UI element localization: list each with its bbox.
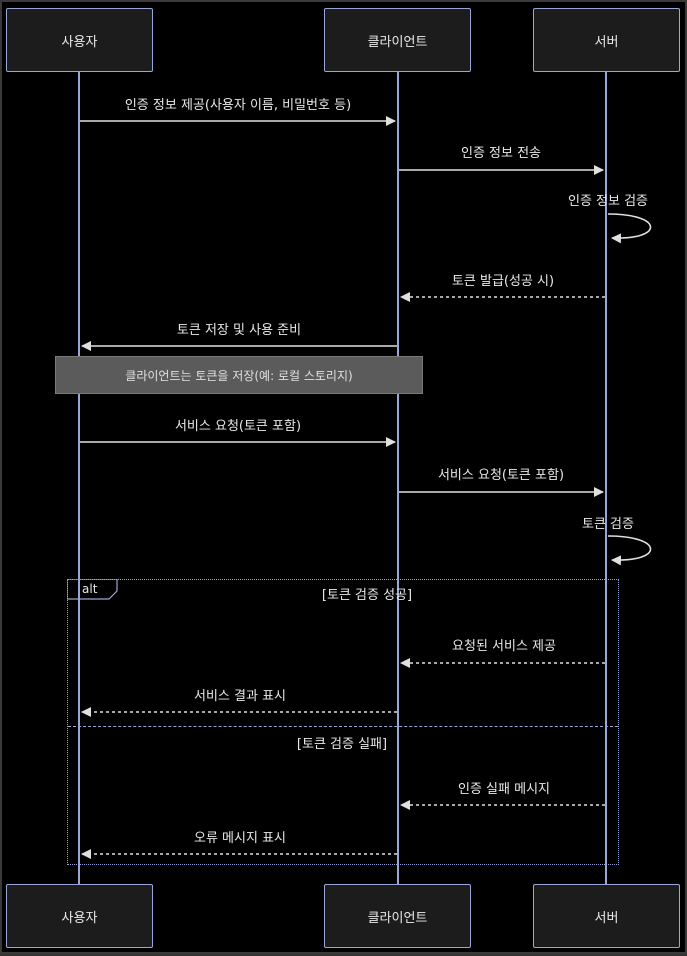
participant-client-bottom: 클라이언트 — [324, 884, 471, 948]
self-message-arrow-3 — [607, 213, 652, 244]
lifeline-client — [397, 72, 399, 884]
alt-frame: alt — [67, 579, 619, 865]
message-label-1: 인증 정보 제공(사용자 이름, 비밀번호 등) — [124, 98, 352, 113]
message-label-12: 오류 메시지 표시 — [194, 831, 286, 846]
participant-user-label-bottom: 사용자 — [61, 910, 98, 926]
participant-server-label-bottom: 서버 — [594, 910, 619, 926]
message-label-5: 토큰 저장 및 사용 준비 — [176, 323, 302, 338]
participant-client-label: 클라이언트 — [367, 34, 428, 50]
participant-server-label: 서버 — [594, 34, 619, 50]
message-label-10: 서비스 결과 표시 — [194, 689, 286, 704]
participant-client-top: 클라이언트 — [324, 8, 471, 72]
note-text: 클라이언트는 토큰을 저장(예: 로컬 스토리지) — [125, 368, 353, 383]
message-label-2: 인증 정보 전송 — [460, 146, 542, 161]
message-label-3: 인증 정보 검증 — [567, 194, 649, 209]
self-message-arrow-8 — [607, 535, 652, 566]
lifeline-user — [78, 72, 80, 884]
participant-user-label: 사용자 — [61, 34, 98, 50]
message-label-9: 요청된 서비스 제공 — [452, 639, 556, 654]
alt-tag-label: alt — [82, 582, 98, 596]
participant-user-top: 사용자 — [6, 8, 153, 72]
message-label-7: 서비스 요청(토큰 포함) — [437, 468, 565, 483]
message-label-11: 인증 실패 메시지 — [458, 782, 550, 797]
message-label-8: 토큰 검증 — [582, 517, 634, 532]
participant-user-bottom: 사용자 — [6, 884, 153, 948]
participant-server-top: 서버 — [533, 8, 680, 72]
alt-tag-shape — [67, 579, 118, 600]
lifeline-server — [605, 72, 607, 884]
message-label-4: 토큰 발급(성공 시) — [451, 274, 555, 289]
alt-condition-failure: [토큰 검증 실패] — [296, 737, 388, 752]
participant-client-label-bottom: 클라이언트 — [367, 910, 428, 926]
participant-server-bottom: 서버 — [533, 884, 680, 948]
note-token-storage: 클라이언트는 토큰을 저장(예: 로컬 스토리지) — [55, 356, 423, 394]
alt-divider — [68, 726, 618, 727]
alt-condition-success: [토큰 검증 성공] — [321, 588, 413, 603]
message-label-6: 서비스 요청(토큰 포함) — [174, 419, 302, 434]
